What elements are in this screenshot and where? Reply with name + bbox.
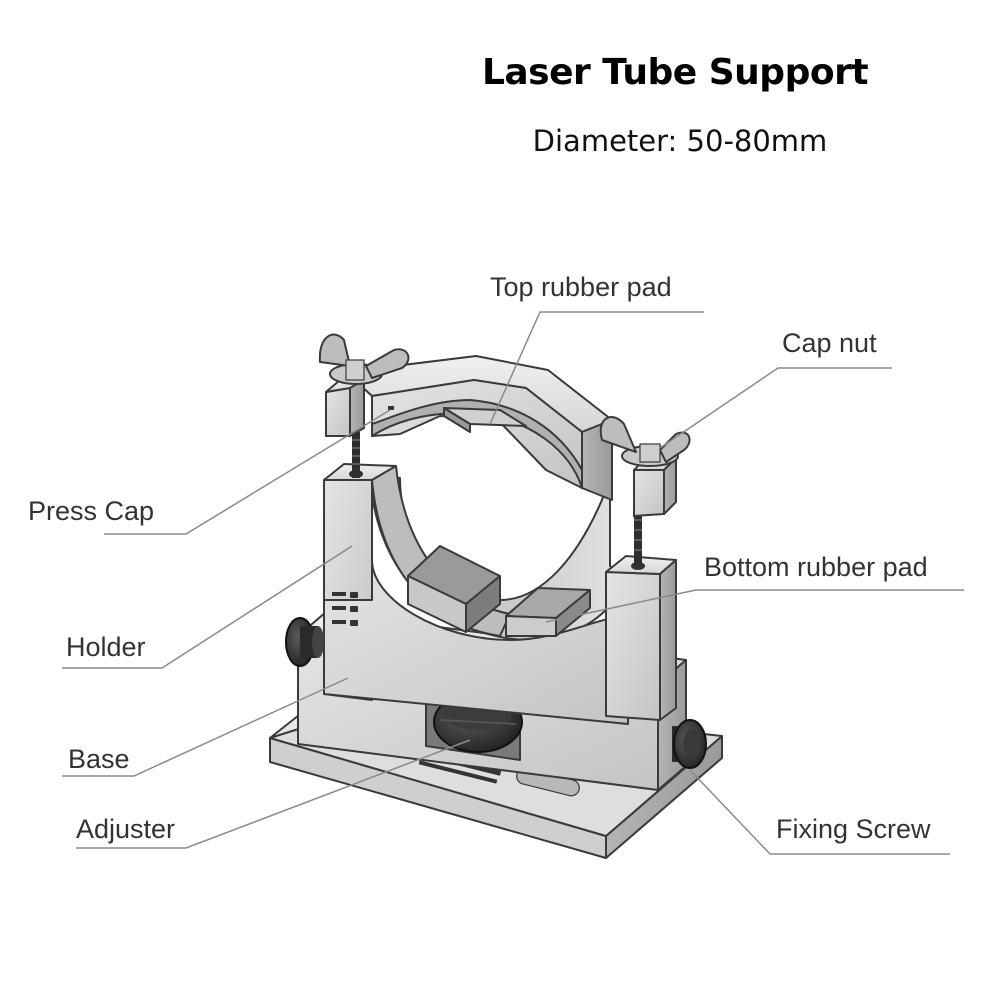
bottom-rubber-pad-right xyxy=(505,587,591,637)
diagram-subtitle: Diameter: 50-80mm xyxy=(532,124,828,158)
label-holder: Holder xyxy=(66,632,146,662)
label-adjuster: Adjuster xyxy=(76,814,175,844)
bottom-rubber-pad-left xyxy=(407,545,501,633)
wing-nut-right-icon xyxy=(599,416,691,467)
leader-lines xyxy=(62,311,964,855)
label-base: Base xyxy=(68,744,130,774)
label-top-rubber-pad: Top rubber pad xyxy=(490,272,672,302)
top-rubber-pad xyxy=(443,407,527,433)
fixing-knob-left-icon xyxy=(285,617,324,667)
label-press-cap: Press Cap xyxy=(28,496,154,526)
label-fixing-screw: Fixing Screw xyxy=(776,814,931,844)
threaded-rods xyxy=(352,432,642,566)
fixing-screw-icon xyxy=(672,719,707,769)
label-cap-nut: Cap nut xyxy=(782,328,877,358)
wing-nut-left-icon xyxy=(318,333,410,385)
label-bottom-rubber-pad: Bottom rubber pad xyxy=(704,552,928,582)
diagram-title: Laser Tube Support xyxy=(481,52,869,93)
